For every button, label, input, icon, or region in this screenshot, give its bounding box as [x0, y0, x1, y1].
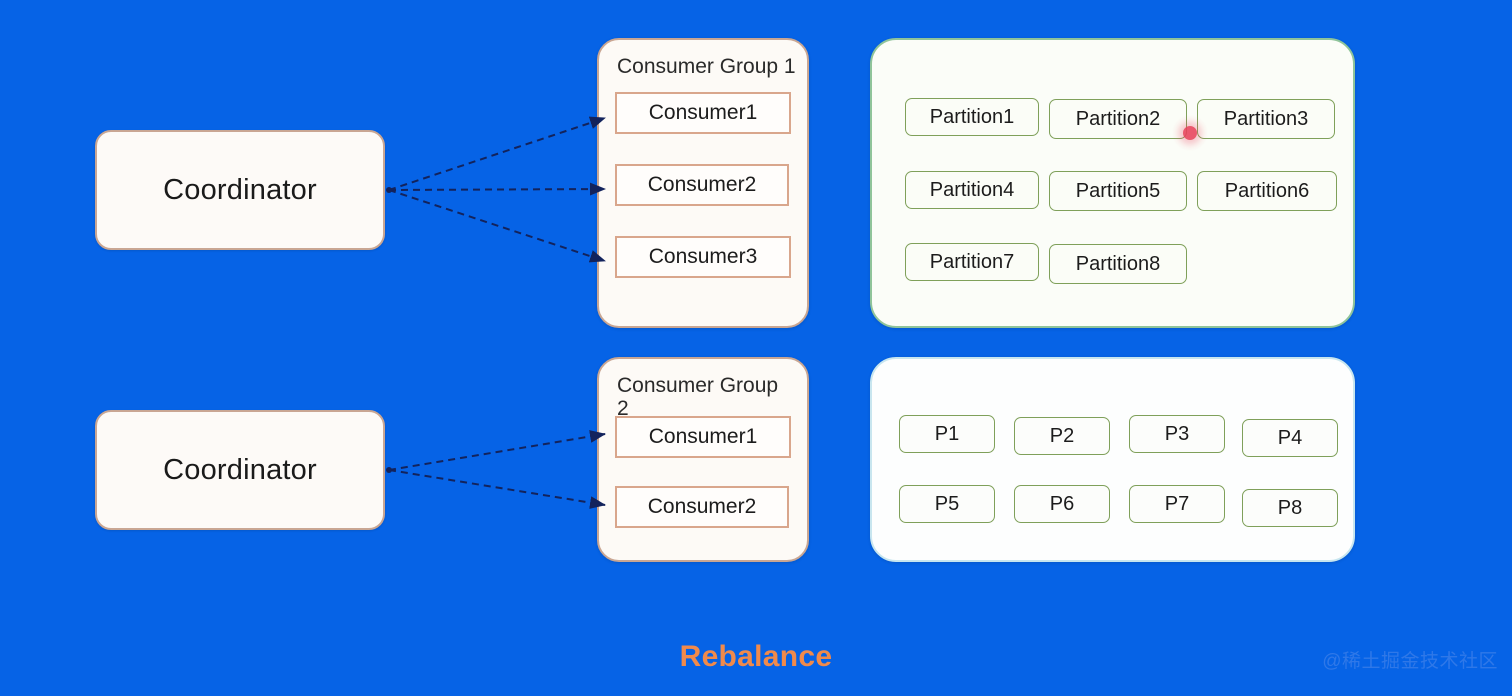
p-label-2: P2 [1049, 424, 1075, 447]
arrow-coordinator1-to-consumer3 [388, 189, 606, 263]
consumer-box-g1-consumer3[interactable]: Consumer3 [615, 236, 791, 278]
consumer-box-g2-consumer2[interactable]: Consumer2 [615, 486, 789, 528]
p-label-6: P6 [1049, 492, 1075, 515]
p-label-3: P3 [1164, 422, 1190, 445]
consumer-label-g2-consumer2: Consumer2 [647, 495, 757, 518]
p-label-1: P1 [934, 422, 960, 445]
coordinator-box-1[interactable]: Coordinator [95, 130, 385, 250]
partition-box-6[interactable]: Partition6 [1197, 171, 1337, 211]
rebalance-title: Rebalance [679, 640, 833, 673]
partition-label-2: Partition2 [1075, 107, 1161, 130]
coordinator-box-2[interactable]: Coordinator [95, 410, 385, 530]
p-box-7[interactable]: P7 [1129, 485, 1225, 523]
arrow-coordinator1-to-consumer2 [388, 182, 606, 196]
partition-panel-top: Partition1 Partition2 Partition3 Partiti… [870, 38, 1355, 328]
partition-box-7[interactable]: Partition7 [905, 243, 1039, 281]
consumer-box-g1-consumer1[interactable]: Consumer1 [615, 92, 791, 134]
watermark-label: @稀土掘金技术社区 [1322, 651, 1498, 672]
consumer-box-g2-consumer1[interactable]: Consumer1 [615, 416, 791, 458]
coordinator-label-1: Coordinator [163, 173, 317, 206]
consumer-label-g1-consumer2: Consumer2 [647, 173, 757, 196]
consumer-box-g1-consumer2[interactable]: Consumer2 [615, 164, 789, 206]
p-label-8: P8 [1277, 496, 1303, 519]
partition-label-7: Partition7 [929, 250, 1015, 273]
cursor-dot [1183, 126, 1197, 140]
consumer-label-g1-consumer1: Consumer1 [648, 101, 758, 124]
partition-label-6: Partition6 [1224, 179, 1310, 202]
p-label-7: P7 [1164, 492, 1190, 515]
partition-label-8: Partition8 [1075, 252, 1161, 275]
partition-label-5: Partition5 [1075, 179, 1161, 202]
partition-box-5[interactable]: Partition5 [1049, 171, 1187, 211]
p-box-4[interactable]: P4 [1242, 419, 1338, 457]
consumer-label-g1-consumer3: Consumer3 [648, 245, 758, 268]
partition-label-4: Partition4 [929, 178, 1015, 201]
arrow-origin-dot-1 [386, 187, 392, 193]
partition-box-3[interactable]: Partition3 [1197, 99, 1335, 139]
partition-panel-bottom: P1 P2 P3 P4 P5 P6 P7 P8 [870, 357, 1355, 562]
p-label-4: P4 [1277, 426, 1303, 449]
partition-box-8[interactable]: Partition8 [1049, 244, 1187, 284]
arrow-origin-dot-2 [386, 467, 392, 473]
arrow-coordinator2-to-consumer2 [388, 469, 606, 509]
consumer-group-2-title: Consumer Group 2 [617, 374, 779, 420]
p-box-2[interactable]: P2 [1014, 417, 1110, 455]
partition-label-1: Partition1 [929, 105, 1015, 128]
p-label-5: P5 [934, 492, 960, 515]
p-box-1[interactable]: P1 [899, 415, 995, 453]
arrow-coordinator1-to-consumer1 [388, 116, 606, 191]
partition-box-1[interactable]: Partition1 [905, 98, 1039, 136]
partition-label-3: Partition3 [1223, 107, 1309, 130]
p-box-8[interactable]: P8 [1242, 489, 1338, 527]
p-box-3[interactable]: P3 [1129, 415, 1225, 453]
consumer-group-2-container[interactable]: Consumer Group 2 Consumer1 Consumer2 [597, 357, 809, 562]
partition-box-2[interactable]: Partition2 [1049, 99, 1187, 139]
consumer-group-1-container[interactable]: Consumer Group 1 Consumer1 Consumer2 Con… [597, 38, 809, 328]
partition-box-4[interactable]: Partition4 [905, 171, 1039, 209]
consumer-group-1-title: Consumer Group 1 [617, 55, 796, 78]
p-box-5[interactable]: P5 [899, 485, 995, 523]
p-box-6[interactable]: P6 [1014, 485, 1110, 523]
arrow-coordinator2-to-consumer1 [388, 430, 606, 471]
coordinator-label-2: Coordinator [163, 453, 317, 486]
consumer-label-g2-consumer1: Consumer1 [648, 425, 758, 448]
